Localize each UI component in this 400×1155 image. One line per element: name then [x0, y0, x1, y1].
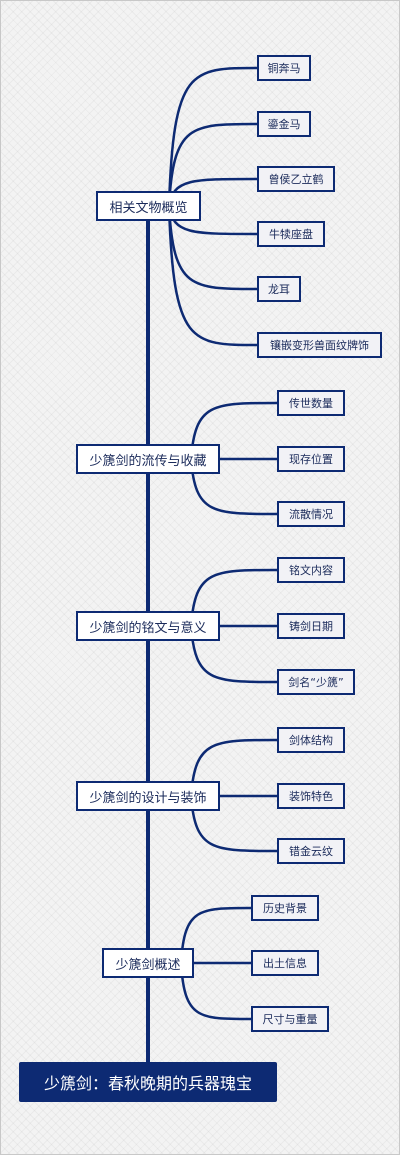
branch-node-inscription[interactable]: 少篪剑的铭文与意义	[76, 611, 220, 641]
connector-b3-l0	[189, 738, 279, 798]
connector-b3-l2	[189, 794, 279, 853]
leaf-node[interactable]: 铜奔马	[257, 55, 311, 81]
branch-node-overview[interactable]: 少篪剑概述	[102, 948, 194, 978]
connector-b2-l0	[189, 568, 279, 628]
branch-node-design[interactable]: 少篪剑的设计与装饰	[76, 781, 220, 811]
leaf-node[interactable]: 错金云纹	[277, 838, 345, 864]
connector-b4-l0	[179, 906, 253, 965]
connector-b4-l2	[179, 961, 253, 1021]
connector-b0-l5	[167, 204, 259, 347]
connector-b2-l2	[189, 624, 279, 684]
leaf-node[interactable]: 剑体结构	[277, 727, 345, 753]
leaf-node[interactable]: 龙耳	[257, 276, 301, 302]
leaf-node[interactable]: 铸剑日期	[277, 613, 345, 639]
connector-b0-l1	[167, 122, 259, 208]
leaf-node[interactable]: 尺寸与重量	[251, 1006, 329, 1032]
leaf-node[interactable]: 牛犊座盘	[257, 221, 325, 247]
leaf-node[interactable]: 曾侯乙立鹤	[257, 166, 335, 192]
root-node[interactable]: 少篪剑：春秋晚期的兵器瑰宝	[19, 1062, 277, 1102]
connector-b1-l0	[189, 401, 279, 461]
leaf-node[interactable]: 现存位置	[277, 446, 345, 472]
leaf-node[interactable]: 剑名“少篪”	[277, 669, 355, 695]
leaf-node[interactable]: 传世数量	[277, 390, 345, 416]
leaf-node[interactable]: 鎏金马	[257, 111, 311, 137]
leaf-node[interactable]: 流散情况	[277, 501, 345, 527]
leaf-node[interactable]: 装饰特色	[277, 783, 345, 809]
branch-node-history[interactable]: 少篪剑的流传与收藏	[76, 444, 220, 474]
leaf-node[interactable]: 铭文内容	[277, 557, 345, 583]
connector-b0-l0	[167, 66, 259, 208]
branch-node-related-artifacts[interactable]: 相关文物概览	[96, 191, 201, 221]
leaf-node[interactable]: 历史背景	[251, 895, 319, 921]
connector-b1-l2	[189, 457, 279, 516]
leaf-node[interactable]: 镶嵌变形兽面纹牌饰	[257, 332, 382, 358]
leaf-node[interactable]: 出土信息	[251, 950, 319, 976]
